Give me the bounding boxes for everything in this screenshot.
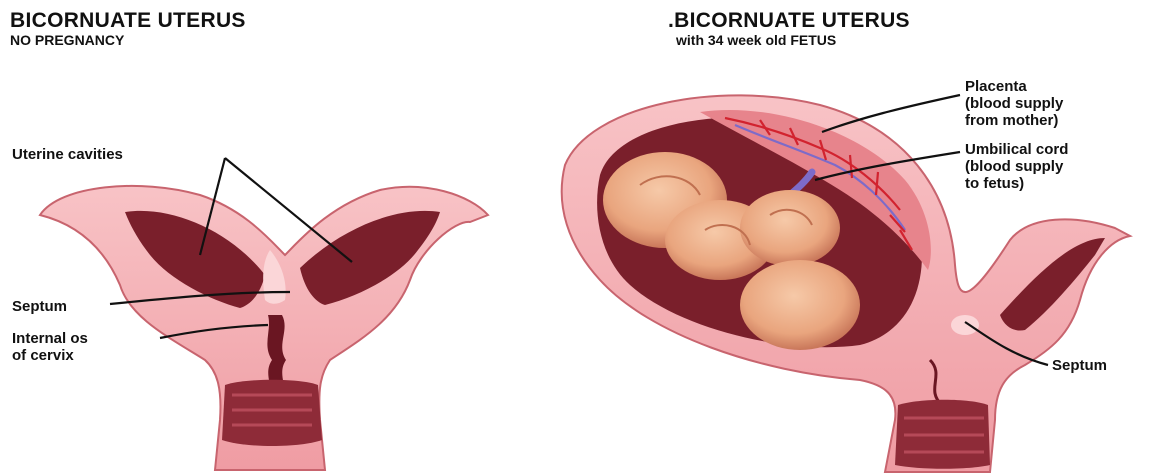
left-vagina <box>222 380 322 446</box>
label-placenta-line3: from mother) <box>965 112 1063 129</box>
label-placenta-line1: Placenta <box>965 78 1063 95</box>
label-umbilical-cord-line2: (blood supply <box>965 158 1068 175</box>
label-umbilical-cord-line1: Umbilical cord <box>965 141 1068 158</box>
label-internal-os-line2: of cervix <box>12 347 88 364</box>
label-placenta: Placenta (blood supply from mother) <box>965 78 1063 129</box>
label-uterine-cavities: Uterine cavities <box>12 146 123 163</box>
label-placenta-line2: (blood supply <box>965 95 1063 112</box>
label-right-septum: Septum <box>1052 357 1107 374</box>
right-septum-shape <box>951 315 979 335</box>
label-umbilical-cord-line3: to fetus) <box>965 175 1068 192</box>
label-left-septum: Septum <box>12 298 67 315</box>
label-internal-os-line1: Internal os <box>12 330 88 347</box>
label-umbilical-cord: Umbilical cord (blood supply to fetus) <box>965 141 1068 192</box>
label-internal-os: Internal os of cervix <box>12 330 88 364</box>
left-uterus <box>40 186 488 470</box>
